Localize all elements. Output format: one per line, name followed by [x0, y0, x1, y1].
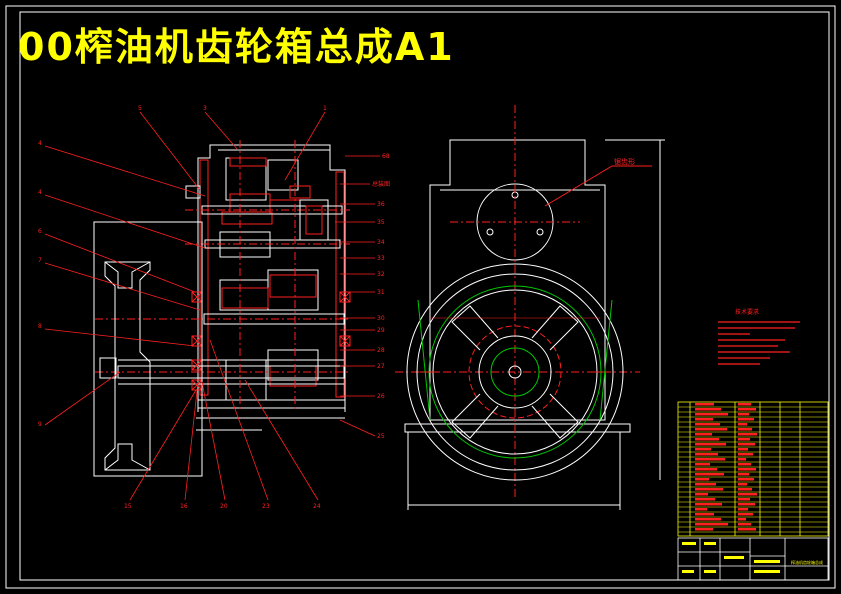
parts-list-cell-mark: [738, 508, 748, 511]
parts-list-cell-mark: [738, 403, 751, 406]
tech-requirements-heading: 技术要求: [735, 308, 759, 316]
parts-list-cell-mark: [738, 433, 757, 436]
parts-list-cell-mark: [695, 473, 724, 476]
parts-list-cell-mark: [695, 483, 716, 486]
parts-list-cell-mark: [695, 508, 707, 511]
parts-list-cell-mark: [738, 468, 756, 471]
part-number: 26: [377, 393, 385, 400]
parts-list-cell-mark: [738, 408, 756, 411]
parts-list-cell-mark: [695, 468, 717, 471]
part-number: 5: [138, 105, 142, 112]
part-number: 总装图: [372, 180, 390, 188]
parts-list-cell-mark: [695, 528, 713, 531]
part-number: 4: [38, 189, 42, 196]
parts-list-cell-mark: [738, 453, 753, 456]
parts-list-cell-mark: [695, 448, 711, 451]
parts-list-cell-mark: [738, 473, 749, 476]
part-number: 33: [377, 255, 385, 262]
parts-list-cell-mark: [695, 443, 726, 446]
parts-list-cell-mark: [738, 413, 749, 416]
part-number: 28: [377, 347, 385, 354]
parts-list-cell-mark: [695, 503, 722, 506]
parts-list-cell-mark: [695, 428, 727, 431]
parts-list-cell-mark: [695, 463, 710, 466]
part-number: 20: [220, 503, 228, 510]
gearbox-end-view: [395, 105, 665, 510]
part-numbers-left-view: 5 3 1 4 4 6 7 8 9 15 16 20 23 24 68 总装图 …: [38, 105, 390, 510]
inner-border: [19, 11, 830, 581]
parts-list-cell-mark: [695, 498, 715, 501]
parts-list-cell-mark: [738, 483, 747, 486]
part-number: 34: [377, 239, 385, 246]
parts-list-cell-mark: [738, 493, 757, 496]
parts-list-cell-mark: [738, 418, 754, 421]
parts-list-table: [677, 401, 829, 537]
parts-list-cell-mark: [738, 488, 752, 491]
part-number: 27: [377, 363, 385, 370]
part-number: 9: [38, 421, 42, 428]
outer-border: [5, 5, 836, 589]
parts-list-cell-mark: [695, 478, 709, 481]
part-number: 1: [323, 105, 327, 112]
parts-list-cell-mark: [695, 518, 721, 521]
parts-list-cell-mark: [695, 413, 728, 416]
parts-list-cell-mark: [695, 433, 712, 436]
parts-list-cell-mark: [738, 478, 754, 481]
drawing-title: 00榨油机齿轮箱总成A1: [18, 25, 455, 69]
parts-list-cell-mark: [738, 423, 747, 426]
parts-list-cell-mark: [738, 463, 751, 466]
part-number: 7: [38, 257, 42, 264]
part-number: 29: [377, 327, 385, 334]
part-number: 16: [180, 503, 188, 510]
part-number: 23: [262, 503, 270, 510]
parts-list-cell-mark: [738, 503, 755, 506]
gearbox-section-view: [93, 140, 351, 477]
part-number: 3: [203, 105, 207, 112]
title-block-drawing-name: 榨油机齿轮箱总成: [791, 559, 823, 565]
tech-requirements-notes: 技术要求: [718, 308, 800, 365]
parts-list-cell-mark: [695, 408, 721, 411]
part-number: 4: [38, 140, 42, 147]
part-number: 6: [38, 228, 42, 235]
part-number: 35: [377, 219, 385, 226]
parts-list-cell-mark: [695, 418, 713, 421]
parts-list-cell-mark: [695, 513, 714, 516]
part-number: 68: [382, 153, 390, 160]
parts-list-cell-mark: [695, 423, 720, 426]
part-number: 25: [377, 433, 385, 440]
parts-list-cell-mark: [738, 443, 755, 446]
parts-list-cell-mark: [695, 403, 714, 406]
parts-list-cell-mark: [695, 523, 728, 526]
part-number: 31: [377, 289, 385, 296]
parts-list-cell-mark: [738, 438, 750, 441]
title-block: [677, 537, 829, 581]
parts-list-cell-mark: [695, 458, 725, 461]
parts-list-cell-mark: [738, 528, 756, 531]
part-number: 24: [313, 503, 321, 510]
part-number: 8: [38, 323, 42, 330]
part-number: 30: [377, 315, 385, 322]
parts-list-cell-mark: [738, 458, 746, 461]
part-number: 36: [377, 201, 385, 208]
parts-list-cell-mark: [738, 498, 750, 501]
part-number: 15: [124, 503, 132, 510]
parts-list-cell-mark: [695, 493, 708, 496]
parts-list-cell-mark: [738, 448, 748, 451]
parts-list-cell-mark: [695, 438, 719, 441]
part-number: 32: [377, 271, 385, 278]
parts-list-cell-mark: [738, 518, 746, 521]
parts-list-cell-mark: [738, 428, 752, 431]
parts-list-cell-mark: [695, 453, 718, 456]
parts-list-cell-mark: [738, 523, 751, 526]
leader-lines-left: [44, 111, 380, 501]
parts-list-cell-mark: [695, 488, 723, 491]
parts-list-cell-mark: [738, 513, 753, 516]
right-view-callout: 锯齿形: [614, 157, 635, 166]
